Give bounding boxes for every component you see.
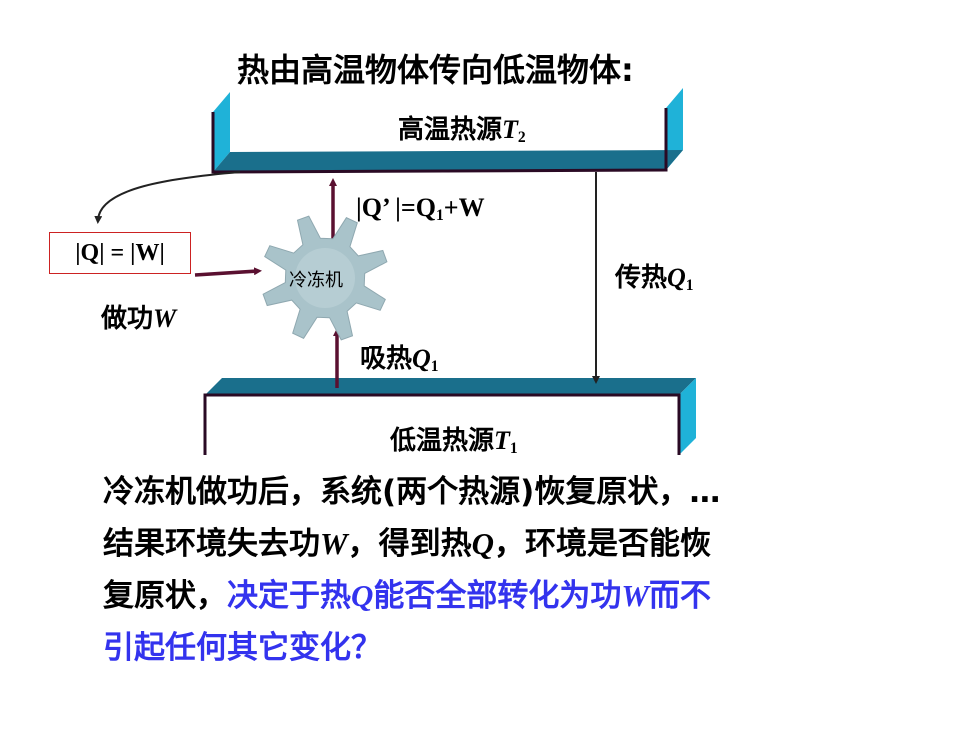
hot-reservoir-text: 高温热源 — [398, 115, 503, 145]
line2-q: Q — [471, 526, 494, 561]
cold-reservoir-subscript: 1 — [509, 439, 518, 457]
heat-absorb-symbol: Q — [412, 344, 431, 373]
refrigerator-label: 冷冻机 — [289, 270, 343, 291]
line2-part-a: 结果环境失去功 — [103, 526, 320, 562]
work-label: 做功W — [101, 298, 176, 335]
line2-part-c: ，环境是否能恢 — [493, 526, 711, 562]
cold-reservoir-text: 低温热源 — [390, 426, 495, 456]
line3-part-b: 决定于热 — [227, 578, 351, 614]
line3-w: W — [621, 578, 649, 613]
heat-out-subscript: 1 — [435, 206, 444, 224]
line2-w: W — [320, 526, 348, 561]
hot-reservoir-label: 高温热源T2 — [398, 109, 526, 147]
hot-reservoir-shape — [211, 88, 683, 174]
heat-absorb-text: 吸热 — [360, 344, 413, 374]
hot-reservoir-symbol: T — [502, 115, 518, 144]
line2-part-b: ，得到热 — [347, 526, 472, 562]
work-symbol: W — [153, 304, 177, 333]
work-equation-box: |Q| = |W| — [49, 232, 191, 274]
paragraph-line-2: 结果环境失去功W，得到热Q，环境是否能恢 — [103, 518, 711, 570]
heat-out-text-a: |Q’ |=Q — [356, 193, 436, 222]
paragraph-line-3: 复原状，决定于热Q能否全部转化为功W而不 — [103, 570, 711, 622]
heat-absorb-subscript: 1 — [430, 357, 439, 375]
heat-out-text-b: +W — [443, 193, 485, 222]
work-text: 做功 — [101, 304, 154, 334]
line3-part-d: 而不 — [648, 578, 711, 614]
heat-transfer-text: 传热 — [615, 263, 668, 293]
cold-reservoir-symbol: T — [494, 426, 510, 455]
work-arrow — [194, 267, 262, 277]
line3-q: Q — [351, 578, 374, 613]
cold-reservoir-shape — [203, 378, 696, 455]
hot-reservoir-subscript: 2 — [517, 128, 526, 146]
heat-transfer-label: 传热Q1 — [615, 257, 694, 295]
paragraph-line-1: 冷冻机做功后，系统(两个热源)恢复原状，… — [103, 474, 721, 510]
heat-transfer-subscript: 1 — [685, 276, 694, 294]
paragraph-line-4: 引起任何其它变化？ — [103, 630, 382, 666]
return-heat-arrow — [94, 171, 241, 224]
heat-transfer-symbol: Q — [667, 263, 686, 292]
page-title: 热由高温物体传向低温物体: — [237, 51, 634, 89]
gear-icon — [262, 215, 388, 341]
line3-part-c: 能否全部转化为功 — [373, 578, 622, 614]
cold-reservoir-label: 低温热源T1 — [390, 420, 518, 458]
heat-absorb-label: 吸热Q1 — [360, 338, 439, 376]
line3-part-a: 复原状， — [103, 578, 227, 614]
heat-out-label: |Q’ |=Q1+W — [356, 193, 485, 225]
